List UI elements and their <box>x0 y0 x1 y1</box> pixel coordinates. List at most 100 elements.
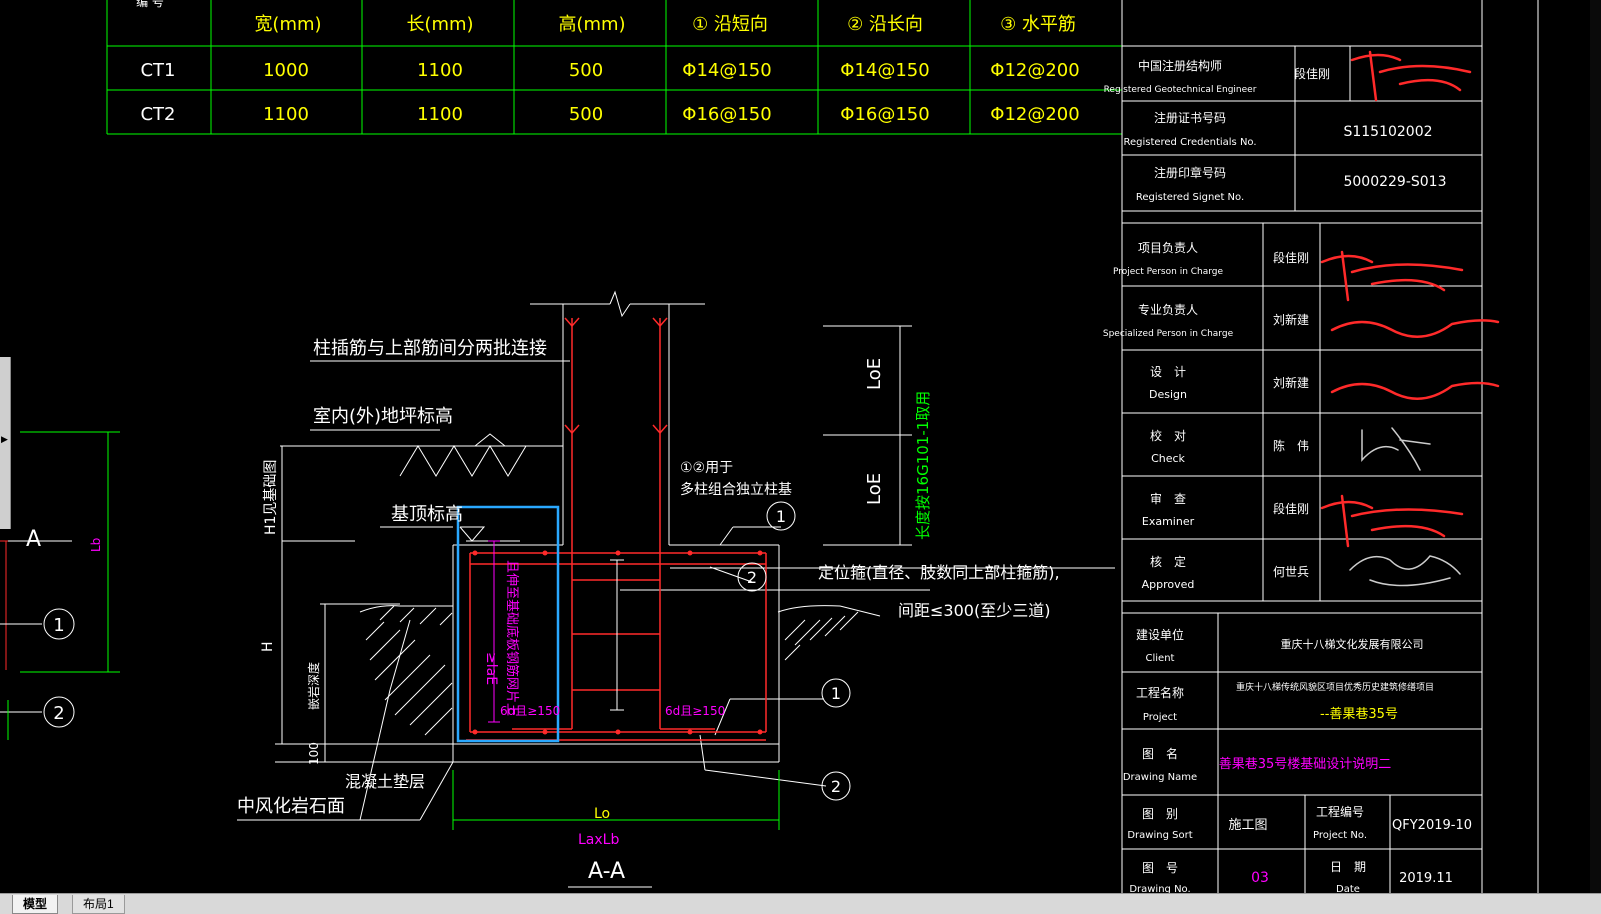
tb-client-cn: 建设单位 <box>1136 627 1184 642</box>
tb-signet-en: Registered Signet No. <box>1136 192 1244 203</box>
tb-dname-value: 善果巷35号楼基础设计说明二 <box>1219 756 1392 772</box>
label-6d-left: 6d且≥150 <box>500 704 560 718</box>
label-6d-right: 6d且≥150 <box>665 704 725 718</box>
tb-design-cn: 设 计 <box>1150 365 1186 379</box>
tb-dno-value: 03 <box>1251 870 1269 886</box>
table-cell: 1100 <box>417 60 463 81</box>
tb-dno-cn: 图 号 <box>1142 861 1178 875</box>
tb-signet-cn: 注册印章号码 <box>1154 165 1226 180</box>
stirrup-dim <box>610 559 624 711</box>
callout-2: 2 <box>831 777 841 796</box>
title-block-grid <box>1121 0 1539 893</box>
table-header-id: 编 号 <box>136 0 164 9</box>
left-lb-label: Lb <box>89 538 103 552</box>
tb-appr-cn: 核 定 <box>1150 554 1186 569</box>
table-cell: 500 <box>569 60 603 81</box>
label-lo: Lo <box>594 806 610 822</box>
table-header-short-dir: ① 沿短向 <box>692 14 768 35</box>
label-H: H <box>260 641 276 652</box>
label-100: 100 <box>307 742 321 765</box>
rock-hatch <box>365 605 859 736</box>
tb-exam-cn: 审 查 <box>1150 491 1186 506</box>
tb-project-value-2: --善果巷35号 <box>1320 706 1398 722</box>
tb-reg-engineer-cn: 中国注册结构师 <box>1138 58 1222 73</box>
tb-date-cn: 日 期 <box>1330 860 1366 874</box>
callout-circles <box>737 501 851 801</box>
label-laxlb: LaxLb <box>578 832 619 848</box>
label-floor: 室内(外)地坪标高 <box>313 406 453 427</box>
table-cell: Φ14@150 <box>682 60 771 81</box>
label-h1: H1见基础图 <box>262 460 279 535</box>
table-header-horizontal: ③ 水平筋 <box>1000 14 1076 35</box>
label-stirrup-2: 间距≤300(至少三道) <box>898 601 1050 620</box>
tb-pm-name: 段佳刚 <box>1273 250 1309 265</box>
tb-cert-no-value: S115102002 <box>1343 124 1432 140</box>
tb-design-name: 刘新建 <box>1273 375 1309 390</box>
tb-date-en: Date <box>1336 884 1360 895</box>
label-lae: ≥laE <box>483 652 499 685</box>
table-cell: Φ16@150 <box>682 104 771 125</box>
table-cell: 1000 <box>263 60 309 81</box>
tb-appr-name: 何世兵 <box>1273 565 1309 579</box>
tb-dno-en: Drawing No. <box>1129 884 1190 895</box>
rebar-dots <box>472 550 763 735</box>
tb-sort-cn: 图 别 <box>1142 807 1178 821</box>
table-row-id: CT2 <box>140 104 175 125</box>
tb-projno-en: Project No. <box>1313 830 1367 841</box>
table-cell: 500 <box>569 104 603 125</box>
tb-check-cn: 校 对 <box>1150 428 1186 443</box>
label-loe-upper: LoE <box>864 358 885 390</box>
tab-layout1[interactable]: 布局1 <box>72 895 125 914</box>
left-callout-2: 2 <box>53 703 64 724</box>
signature-marks <box>1320 50 1500 587</box>
label-rock-surface: 中风化岩石面 <box>237 796 345 817</box>
tb-cert-no-en: Registered Credentials No. <box>1123 137 1256 148</box>
tb-project-cn: 工程名称 <box>1136 685 1184 700</box>
table-row-id: CT1 <box>140 60 175 81</box>
tb-sort-en: Drawing Sort <box>1127 830 1192 841</box>
tb-signet-value: 5000229-S013 <box>1343 174 1446 190</box>
tb-projno-value: QFY2019-10 <box>1392 818 1472 833</box>
tb-client-value: 重庆十八梯文化发展有限公司 <box>1281 637 1424 651</box>
tb-check-en: Check <box>1151 452 1185 465</box>
tb-reg-engineer-name: 段佳刚 <box>1294 66 1330 81</box>
left-a-label: A <box>26 527 41 552</box>
tb-pm-cn: 项目负责人 <box>1138 241 1198 255</box>
tb-dname-cn: 图 名 <box>1142 746 1178 761</box>
tab-model[interactable]: 模型 <box>12 895 59 914</box>
selection-highlight-box[interactable] <box>456 505 560 743</box>
tb-exam-name: 段佳刚 <box>1273 501 1309 516</box>
callout-1: 1 <box>831 684 841 703</box>
section-aa-linework <box>237 290 1115 821</box>
tb-design-en: Design <box>1149 388 1187 401</box>
label-top-elevation: 基顶标高 <box>391 504 463 525</box>
label-depth: 嵌岩深度 <box>306 662 321 710</box>
table-header-length: 长(mm) <box>406 14 473 35</box>
label-extend: 且伸至基础底板钢筋网片上 <box>504 560 520 716</box>
table-cell: Φ12@200 <box>990 104 1079 125</box>
label-insert: 柱插筋与上部筋间分两批连接 <box>313 338 547 359</box>
tb-reg-engineer-en: Registered Geotechnical Engineer <box>1104 85 1257 95</box>
expand-arrow-icon: ▶ <box>1 435 8 445</box>
layout-tab-bar: 模型 布局1 <box>0 893 1601 914</box>
tb-date-value: 2019.11 <box>1399 871 1453 886</box>
label-loe-lower: LoE <box>864 473 885 505</box>
lo-dims <box>452 770 780 830</box>
palette-collapse-handle[interactable]: ▶ <box>0 357 11 529</box>
left-detail: Lb A 1 2 <box>0 431 120 740</box>
label-cushion: 混凝土垫层 <box>345 772 425 791</box>
label-splice-length: 长度按16G101-1取用 <box>914 391 932 540</box>
table-cell: 1100 <box>417 104 463 125</box>
tb-spec-en: Specialized Person in Charge <box>1103 329 1234 339</box>
tb-check-name: 陈 伟 <box>1273 438 1309 453</box>
lae-dim <box>488 540 500 723</box>
table-header-width: 宽(mm) <box>254 14 321 35</box>
right-edge-strip <box>1590 0 1601 893</box>
tb-sort-value: 施工图 <box>1228 818 1267 833</box>
label-note12-2: 多柱组合独立柱基 <box>680 481 792 498</box>
tb-exam-en: Examiner <box>1142 515 1195 528</box>
tb-spec-cn: 专业负责人 <box>1138 302 1198 317</box>
table-cell: Φ16@150 <box>840 104 929 125</box>
label-section-aa: A-A <box>588 859 625 884</box>
